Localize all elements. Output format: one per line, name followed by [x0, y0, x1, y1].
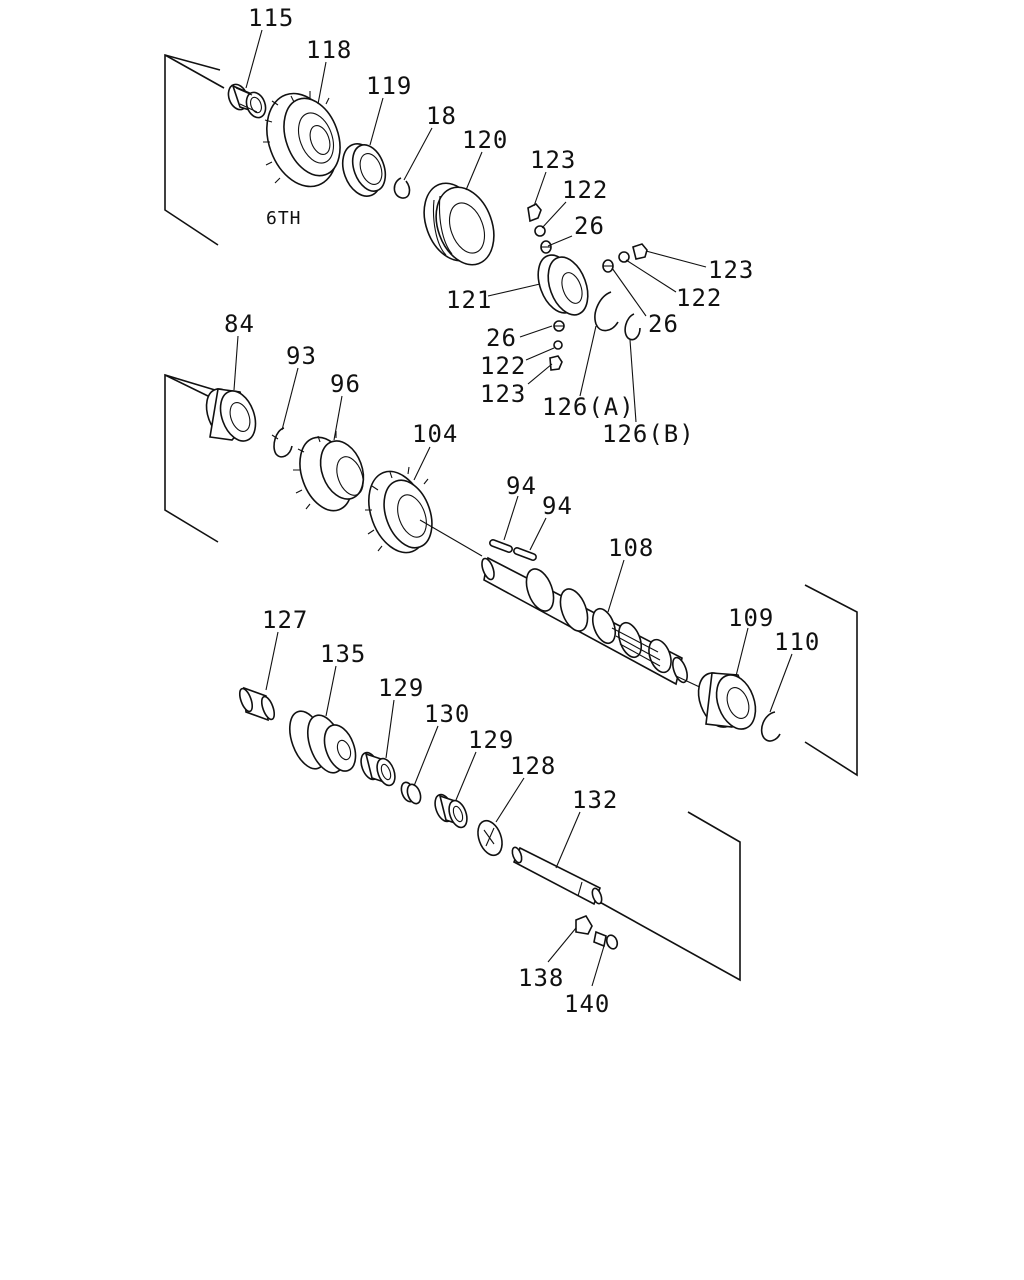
part-94-key-b	[513, 547, 537, 561]
label-94-b: 94	[542, 492, 573, 520]
part-130-spacer	[400, 781, 422, 805]
bracket-upper	[164, 53, 225, 246]
label-94-a: 94	[506, 472, 537, 500]
label-138: 138	[518, 964, 565, 992]
part-115-needle-bearing	[227, 83, 267, 119]
label-18: 18	[426, 102, 457, 130]
label-129-a: 129	[378, 674, 425, 702]
part-26-spring-lower	[553, 320, 565, 332]
part-84-ball-bearing	[205, 388, 257, 442]
part-129-needle-bearing-b	[434, 793, 468, 829]
label-127: 127	[262, 606, 309, 634]
label-104: 104	[412, 420, 459, 448]
label-128: 128	[510, 752, 557, 780]
label-123-right: 123	[708, 256, 755, 284]
label-126b: 126(B)	[602, 420, 695, 448]
part-132-countershaft	[511, 846, 603, 906]
part-26-spring-upper	[540, 240, 552, 254]
part-123-key-upper	[527, 203, 542, 223]
part-26-spring-right	[602, 259, 614, 273]
part-140-bolt	[593, 930, 619, 950]
part-126a-snap-ring	[594, 291, 619, 332]
label-26-upper: 26	[574, 212, 605, 240]
part-121-hub	[537, 254, 589, 316]
label-118: 118	[306, 36, 353, 64]
part-96-gear	[293, 431, 365, 512]
part-104-gear	[365, 466, 433, 554]
part-94-key-a	[489, 539, 513, 553]
leader-lines	[233, 29, 793, 987]
label-121: 121	[446, 286, 493, 314]
label-122-lower: 122	[480, 352, 527, 380]
label-126a: 126(A)	[542, 393, 635, 421]
label-122-right: 122	[676, 284, 723, 312]
part-127-sleeve	[238, 686, 276, 722]
label-108: 108	[608, 534, 655, 562]
label-109: 109	[728, 604, 775, 632]
part-118-gear	[263, 91, 341, 188]
part-110-snap-ring	[760, 711, 781, 742]
part-126b-snap-ring	[624, 313, 641, 341]
part-109-ball-bearing	[697, 672, 757, 730]
label-123-lower: 123	[480, 380, 527, 408]
bracket-lower	[595, 811, 741, 982]
label-115: 115	[248, 4, 295, 32]
label-140: 140	[564, 990, 611, 1018]
part-123-key-right	[632, 243, 648, 260]
label-96: 96	[330, 370, 361, 398]
label-93: 93	[286, 342, 317, 370]
label-26-lower: 26	[486, 324, 517, 352]
label-130: 130	[424, 700, 471, 728]
part-138-lock-plate	[575, 915, 593, 935]
part-128-thrust-washer	[477, 819, 503, 857]
part-122-ball-right	[618, 251, 630, 263]
label-129-b: 129	[468, 726, 515, 754]
part-122-ball-upper	[534, 225, 546, 237]
part-129-needle-bearing-a	[360, 751, 396, 787]
part-93-snap-ring	[271, 427, 293, 458]
gear-note-6th: 6TH	[266, 208, 302, 229]
label-84: 84	[224, 310, 255, 338]
part-18-snap-ring	[393, 177, 411, 199]
label-119: 119	[366, 72, 413, 100]
label-122-upper: 122	[562, 176, 609, 204]
label-132: 132	[572, 786, 619, 814]
bracket-middle	[164, 373, 219, 543]
part-123-key-lower	[549, 355, 563, 371]
label-26-right: 26	[648, 310, 679, 338]
part-120-sleeve	[423, 182, 495, 266]
part-122-ball-lower	[553, 340, 563, 350]
label-123-upper: 123	[530, 146, 577, 174]
part-119-synchro-ring	[341, 143, 387, 197]
part-108-main-shaft	[481, 556, 688, 686]
label-110: 110	[774, 628, 821, 656]
label-135: 135	[320, 640, 367, 668]
part-135-gear-cluster	[288, 710, 357, 774]
label-120: 120	[462, 126, 509, 154]
bracket-right	[804, 584, 858, 777]
